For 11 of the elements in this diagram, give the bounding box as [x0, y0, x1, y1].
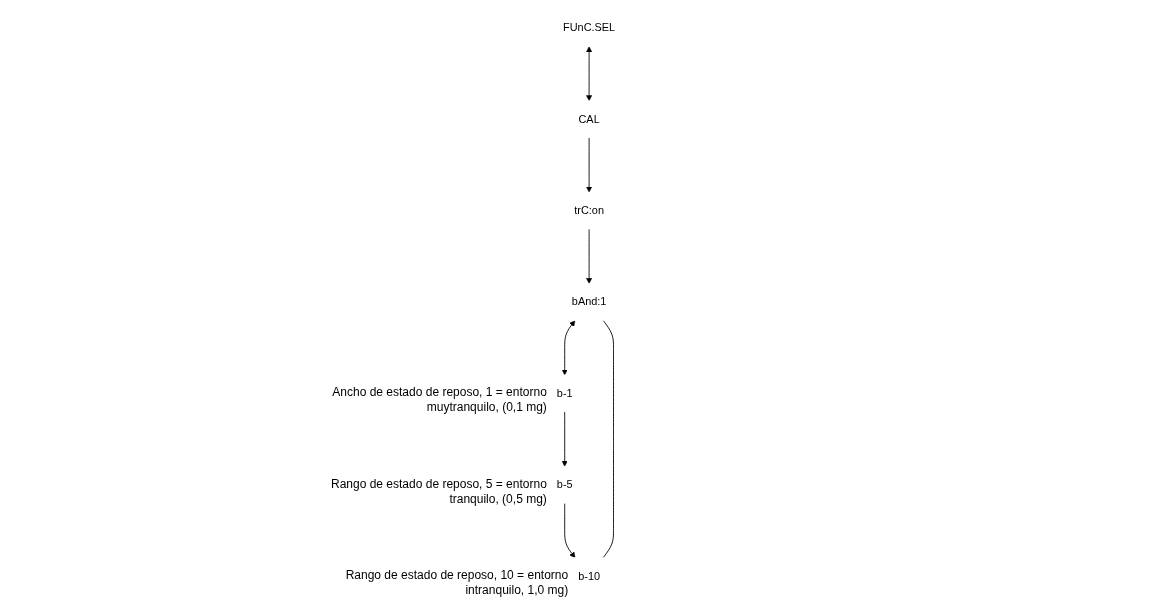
node-text: trC:on: [574, 204, 604, 217]
node-text: b-1: [556, 387, 573, 399]
node-text: b-10: [578, 570, 601, 582]
description-text: Rango de estado de reposo, 10 = entorno intranquilo, 1,0 mg): [344, 568, 569, 599]
connector: [602, 319, 614, 559]
description-text: Rango de estado de reposo, 5 = entorno tranquilo, (0,5 mg): [329, 476, 547, 507]
node-text: b-5: [556, 478, 573, 491]
node-text: FUnC.SEL: [563, 21, 616, 34]
description-text: Ancho de estado de reposo, 1 = entorno muytranquilo, (0,1 mg): [331, 385, 547, 416]
node-text: CAL: [578, 113, 600, 125]
node-text: bAnd:1: [571, 295, 607, 308]
